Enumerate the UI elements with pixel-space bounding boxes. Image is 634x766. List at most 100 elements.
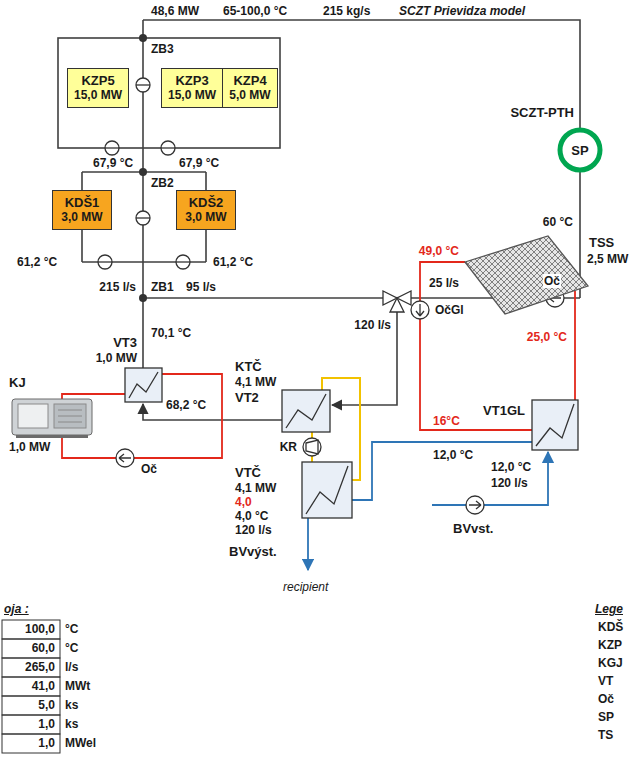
table-cell: °C (64, 622, 79, 636)
node-power: 3,0 MW (61, 210, 102, 225)
value-label: 4,1 MW (234, 481, 277, 495)
value-label: 48,6 MW (150, 4, 200, 18)
value-label: VT1GL (482, 404, 526, 418)
ground-water-pipe (307, 518, 309, 570)
legend-entry: KDŠ (598, 620, 623, 634)
three-way-valve (383, 291, 411, 312)
node-name: KZP3 (175, 73, 208, 88)
pump-symbol (161, 141, 175, 155)
value-label: 60 °C (542, 215, 574, 229)
value-label: 12,0 °C (432, 448, 474, 462)
table-cell: 1,0 (37, 717, 56, 731)
solar-collector-field (465, 236, 588, 314)
table-cell: 265,0 (24, 660, 56, 674)
junction-dot (139, 34, 147, 302)
value-label: VT2 (234, 391, 260, 405)
compressor-symbol (306, 440, 318, 454)
circulation-pump (116, 449, 134, 467)
compressor-symbol (303, 438, 321, 456)
node-name: SP (571, 143, 588, 158)
value-label: ZB3 (150, 42, 175, 56)
value-label: Oč (140, 462, 158, 476)
node-name: KDŠ2 (189, 195, 224, 210)
pump-symbol (176, 255, 190, 269)
table-grid (2, 620, 60, 639)
table-cell: 1,0 (37, 736, 56, 750)
engine-illustration (12, 399, 92, 438)
boiler-box: KZP45,0 MW (222, 68, 277, 108)
node-name: KDŠ1 (65, 195, 100, 210)
node-power: 3,0 MW (185, 210, 226, 225)
boiler-box: KDŠ23,0 MW (176, 190, 235, 230)
heat-exchanger (129, 372, 158, 398)
pump-symbol (98, 261, 112, 262)
engine-illustration (12, 399, 92, 435)
value-label: 120 l/s (490, 476, 529, 490)
value-label: 25,0 °C (526, 330, 568, 344)
solar-collector-field (465, 236, 588, 314)
value-label: 2,5 MW (586, 252, 629, 266)
hot-water-pipe (332, 312, 397, 405)
value-label: 16°C (432, 414, 461, 428)
value-label: 61,2 °C (212, 255, 254, 269)
hot-water-pipe (143, 404, 282, 420)
circulation-pump (119, 454, 131, 462)
node-power: 5,0 MW (229, 88, 270, 103)
compressor-symbol (303, 438, 321, 456)
node-name: KZP4 (233, 73, 266, 88)
hot-water-pipe (58, 38, 280, 148)
solar-loop-pipe (574, 291, 576, 400)
value-label: 120 l/s (234, 523, 273, 537)
value-label: 95 l/s (185, 280, 217, 294)
three-way-valve (390, 298, 404, 312)
heat-exchanger (125, 368, 162, 402)
solar-pump (416, 304, 424, 316)
table-cell: ks (64, 717, 79, 731)
legend-entry: Oč (598, 692, 614, 706)
table-cell: l/s (64, 660, 79, 674)
engine-illustration (58, 416, 82, 417)
legend-entry: KZP (598, 638, 622, 652)
value-label: 215 l/s (98, 280, 137, 294)
legend-entry: VT (598, 674, 613, 688)
value-label: 4,1 MW (234, 375, 277, 389)
value-label: 70,1 °C (150, 326, 192, 340)
value-label: 215 kg/s (322, 4, 371, 18)
value-label: SCZT-PTH (509, 106, 575, 120)
hot-water-pipe (58, 20, 580, 420)
node-name: KZP5 (81, 73, 114, 88)
value-label: 49,0 °C (418, 244, 460, 258)
heat-exchanger (306, 466, 348, 514)
table-grid (2, 715, 60, 734)
consumer-ring (560, 130, 600, 170)
table-cell: MWt (64, 679, 91, 693)
value-label: VT3 (112, 336, 138, 350)
value-label: 1,0 MW (95, 351, 138, 365)
value-label: 1,0 MW (8, 440, 51, 454)
table-grid (2, 639, 60, 658)
value-label: 4,0 (234, 495, 253, 509)
engine-illustration (58, 410, 82, 411)
table-cell: ks (64, 698, 79, 712)
value-label: OčGl (434, 303, 465, 317)
table-cell: 60,0 (31, 641, 56, 655)
pump-symbol (136, 211, 150, 225)
value-label: KJ (8, 376, 27, 390)
value-label: 67,9 °C (178, 156, 220, 170)
table-grid (2, 696, 60, 715)
junction-dot (139, 168, 147, 176)
consumer-circle: SP (557, 127, 603, 173)
engine-loop-pipe (62, 394, 125, 399)
value-label: 61,2 °C (16, 255, 58, 269)
ground-water-pump (466, 496, 484, 514)
heat-exchanger (286, 394, 326, 428)
solar-pump (411, 301, 429, 319)
value-label: TSS (588, 236, 615, 250)
engine-illustration (16, 435, 88, 438)
value-label: Lege (594, 602, 624, 616)
heat-exchanger (532, 400, 578, 450)
value-label: 68,2 °C (165, 398, 207, 412)
value-label: recipient (282, 580, 329, 594)
pump-symbol (161, 147, 175, 148)
